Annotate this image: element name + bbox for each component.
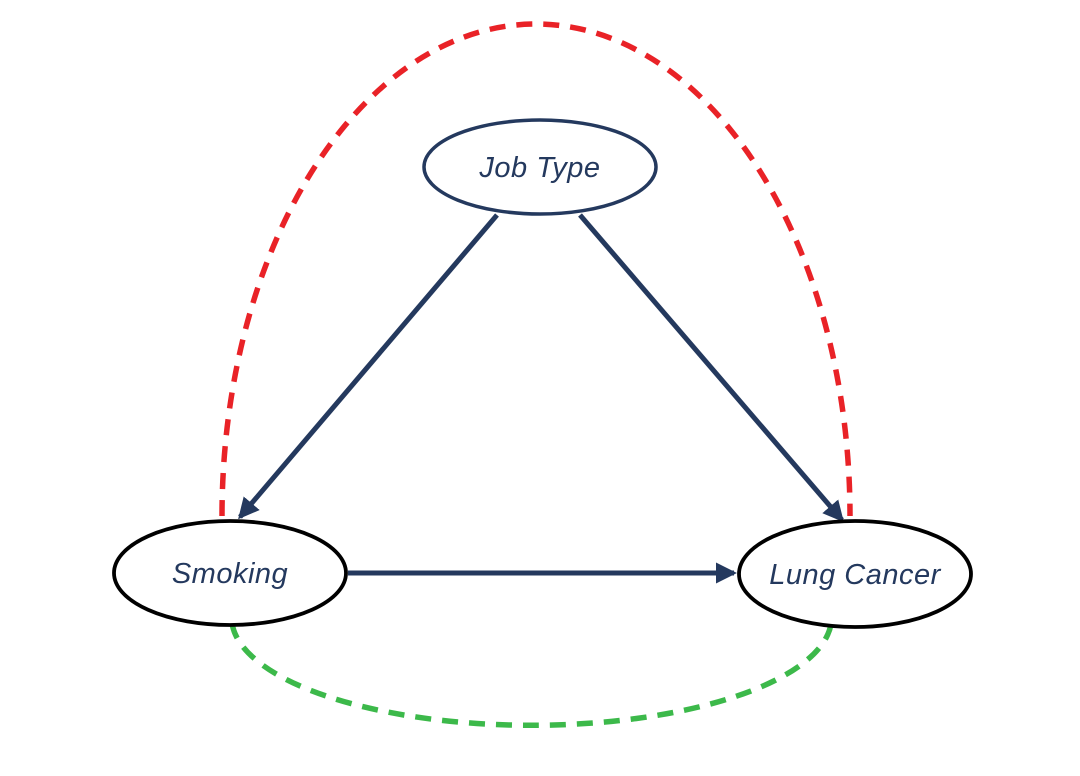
edge-dashed-arc-bottom-smoking-lung-cancer bbox=[229, 622, 834, 729]
node-lung-cancer: Lung Cancer bbox=[737, 519, 973, 629]
node-lung-cancer-label: Lung Cancer bbox=[769, 559, 941, 591]
node-job-type: Job Type bbox=[422, 118, 658, 216]
node-lung-cancer-ellipse bbox=[737, 519, 973, 629]
node-smoking: Smoking bbox=[112, 519, 348, 627]
node-job-type-ellipse bbox=[422, 118, 658, 216]
edge-job-type-to-lung-cancer bbox=[578, 213, 844, 523]
node-smoking-label: Smoking bbox=[172, 558, 288, 590]
edge-dashed-arc-top-smoking-lung-cancer bbox=[219, 21, 853, 517]
node-job-type-label: Job Type bbox=[478, 152, 600, 184]
edge-job-type-to-smoking bbox=[238, 213, 499, 520]
node-smoking-ellipse bbox=[112, 519, 348, 627]
